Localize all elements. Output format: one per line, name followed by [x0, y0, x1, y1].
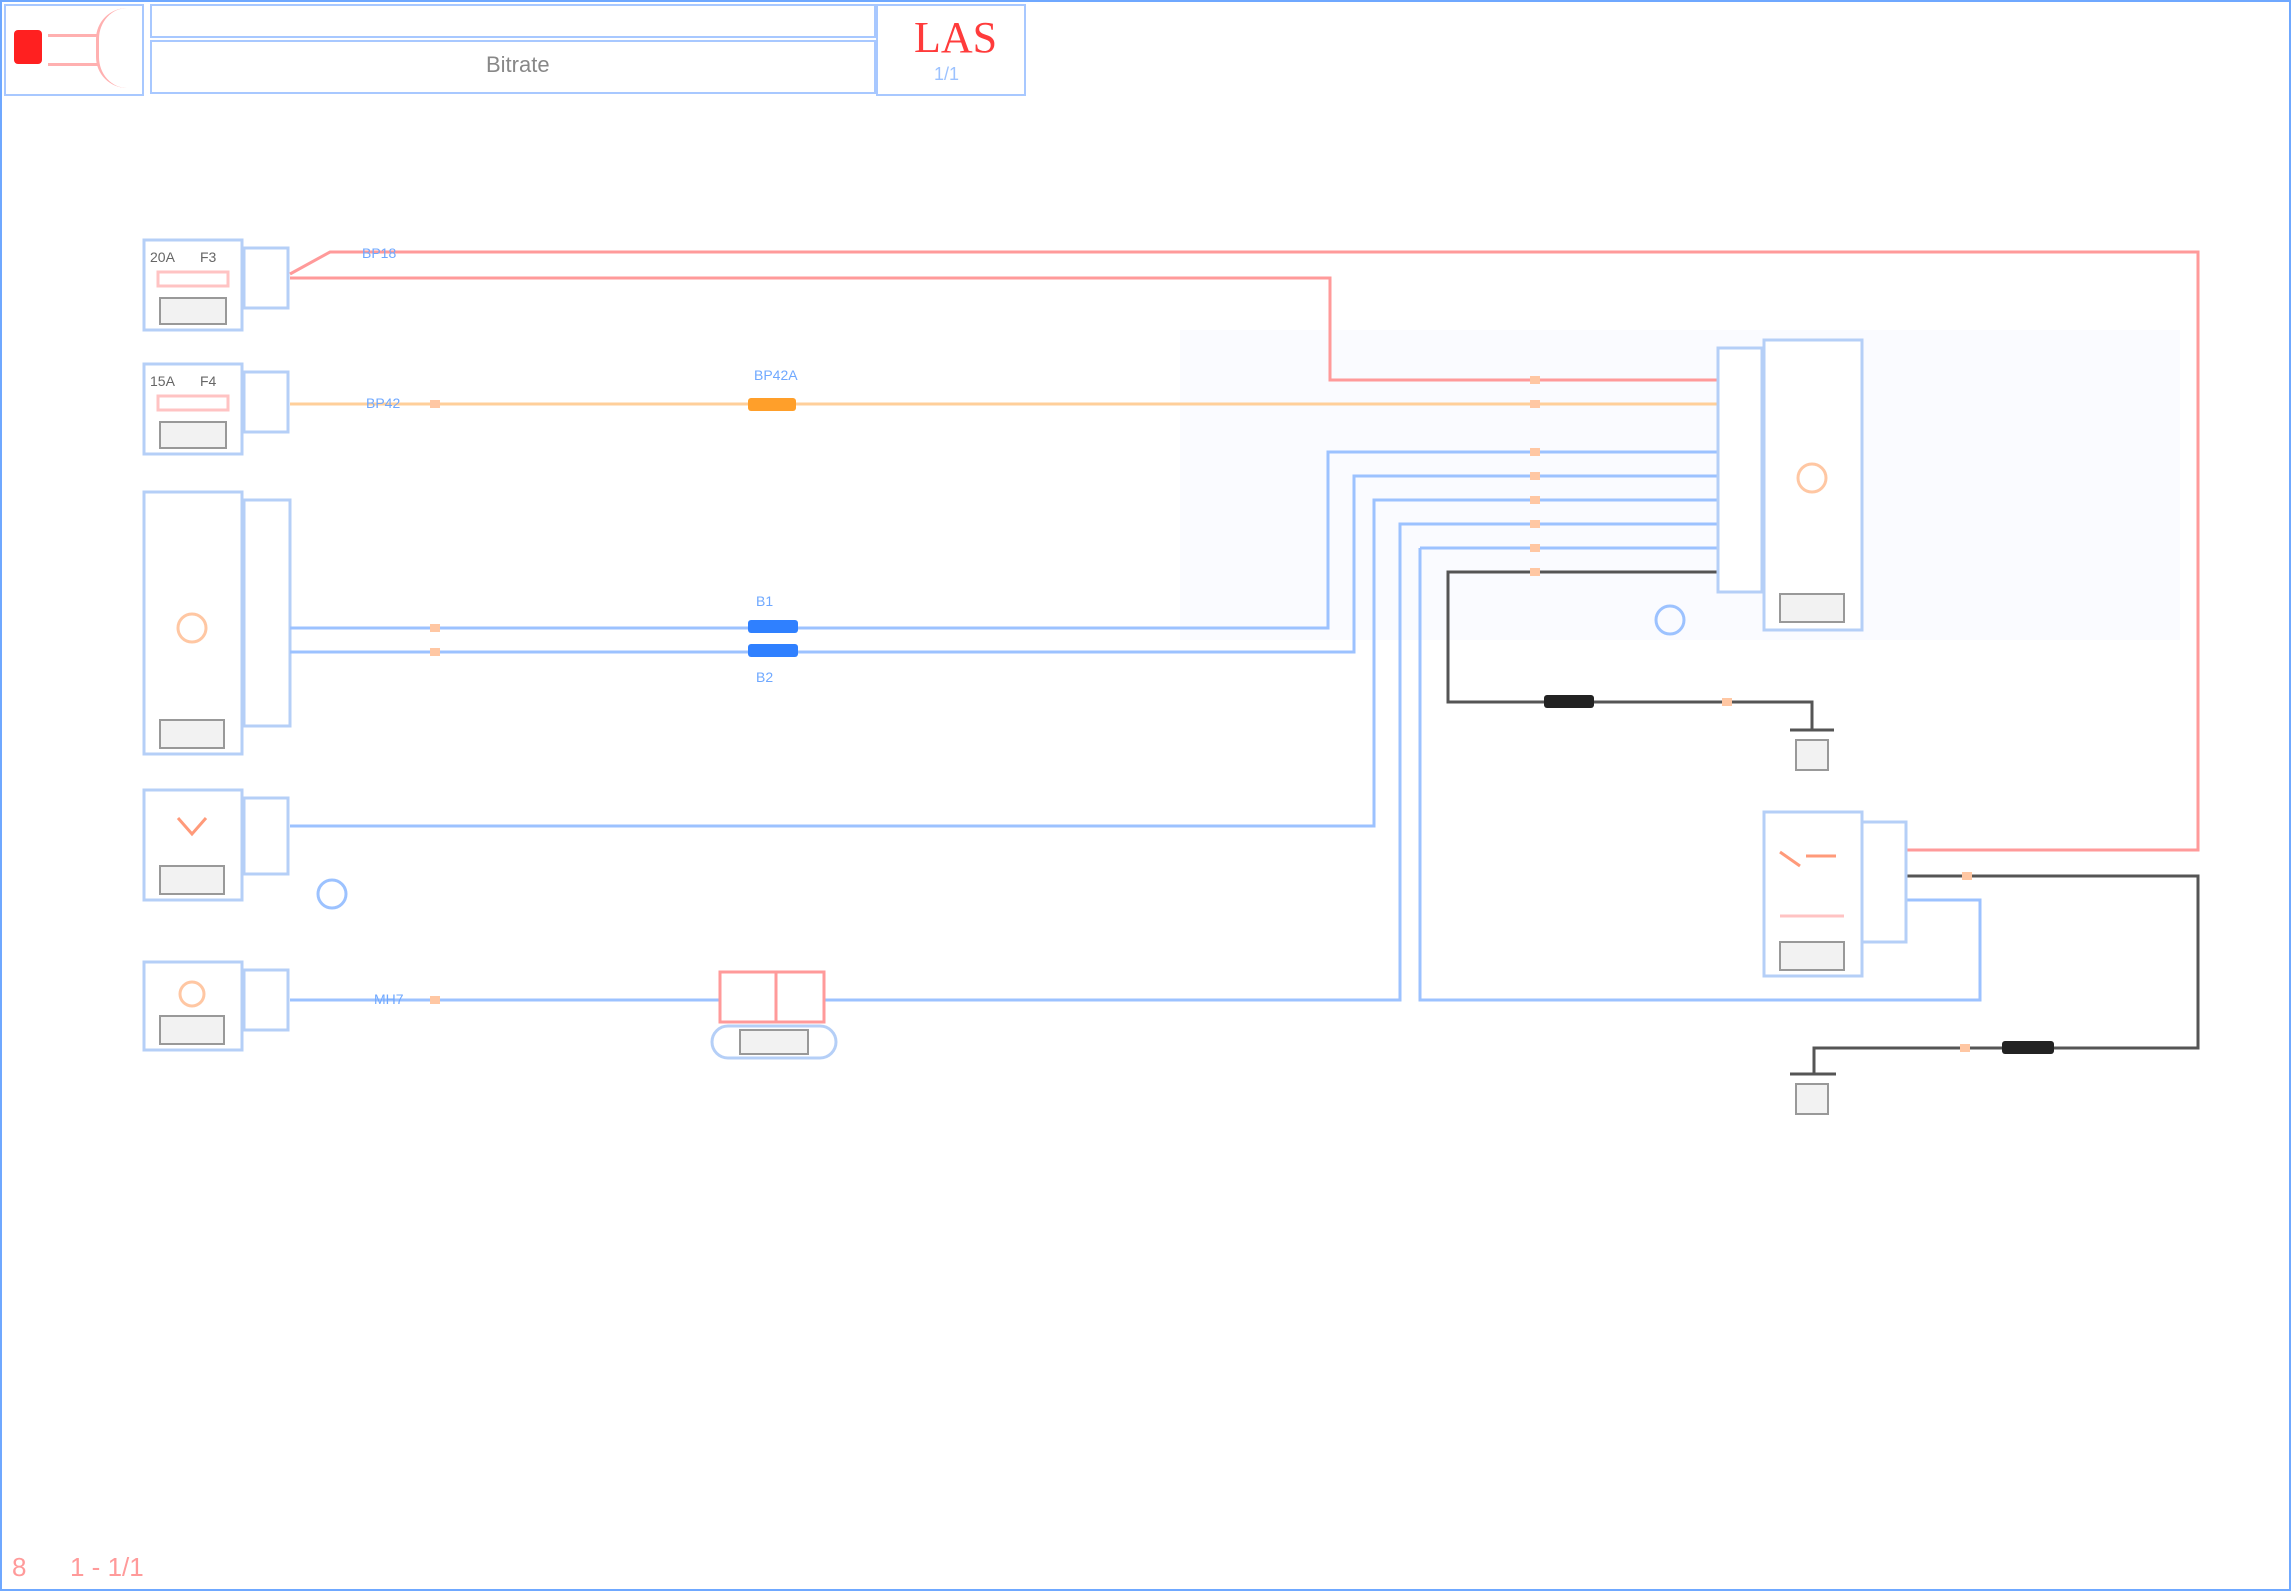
- page-number-left: 8: [12, 1552, 27, 1582]
- connector-orange: [748, 398, 796, 411]
- switch-left: [142, 960, 290, 1052]
- logo-arc: [96, 8, 127, 88]
- fuse-f4-rating: 15A: [150, 373, 176, 389]
- wire-label-b1: B1: [756, 593, 773, 609]
- wire-data-3: [290, 498, 1720, 828]
- fuse-f4-id: F4: [200, 373, 217, 389]
- fuse-f3-id: F3: [200, 249, 217, 265]
- ecu-right: [1716, 338, 1864, 632]
- inline-connector: [710, 970, 838, 1060]
- wire-data-1: [290, 450, 1720, 630]
- diagram-code-sub: 1/1: [934, 64, 960, 84]
- title-top-row: [150, 4, 876, 38]
- logo-stripes: [48, 34, 98, 66]
- wire-label-bp18: BP18: [362, 245, 396, 261]
- pin-marks: [430, 376, 1972, 1052]
- wire-data-4: [290, 522, 1720, 1002]
- ref-marker-1: [316, 878, 348, 910]
- ecu-left: [142, 490, 292, 756]
- connector-ground-1: [1544, 695, 1594, 708]
- relay-icon: [1762, 810, 1908, 978]
- fuse-f3-rating: 20A: [150, 249, 176, 265]
- wire-power-2: [290, 276, 1720, 382]
- page-title: Bitrate: [486, 52, 550, 77]
- wire-label-bp42: BP42: [366, 395, 400, 411]
- wire-label-bp42a: BP42A: [754, 367, 798, 383]
- page-number-right: 1 - 1/1: [70, 1552, 144, 1582]
- wire-label-mh7: MH7: [374, 991, 404, 1007]
- sensor-left: [142, 788, 290, 902]
- wire-power-1: [289, 250, 2200, 852]
- ref-marker-2: [1654, 604, 1686, 636]
- wire-data-6: [1418, 548, 1982, 1002]
- fuse-f4: [142, 362, 290, 456]
- connector-ground-2: [2002, 1041, 2054, 1054]
- code-box: [876, 4, 1026, 96]
- area-tint: [1180, 330, 2180, 640]
- title-bottom-row: [150, 40, 876, 94]
- logo-icon: [14, 30, 42, 64]
- wire-ground-2: [1812, 874, 2200, 1074]
- connector-blue-1: [748, 620, 798, 633]
- fuse-f3: [142, 238, 290, 332]
- wire-label-b2: B2: [756, 669, 773, 685]
- diagram-code: LAS: [914, 13, 998, 62]
- ground-icon: [1790, 728, 1834, 771]
- connector-blue-2: [748, 644, 798, 657]
- ground-icon-2: [1790, 1072, 1836, 1115]
